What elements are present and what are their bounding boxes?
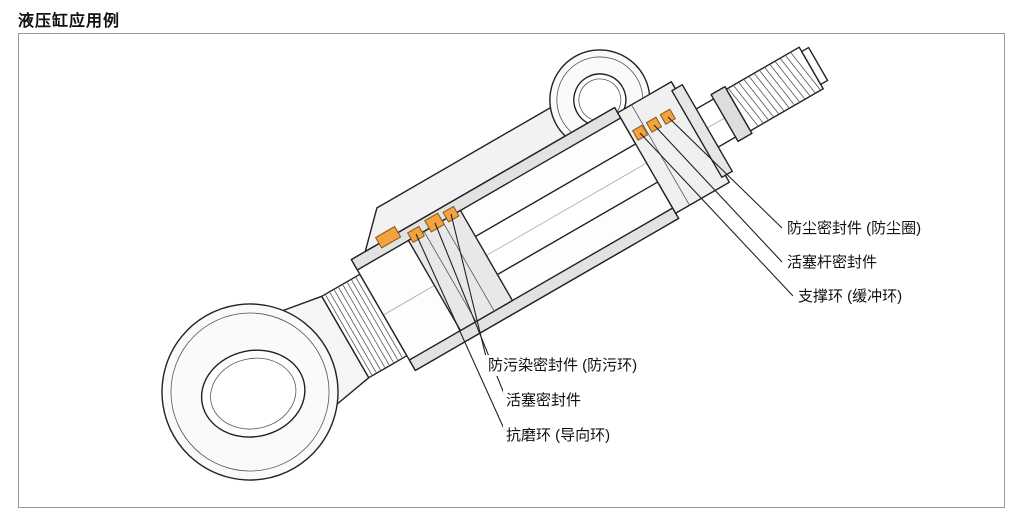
gland-thread-collar: [321, 273, 408, 379]
leader-line-rod-seal: [653, 124, 783, 263]
rod-gland: [616, 81, 733, 214]
hydraulic-cylinder-illustration: [161, 46, 829, 481]
diagram-frame: 防尘密封件 (防尘圈) 活塞杆密封件 支撑环 (缓冲环) 防污染密封件 (防污环…: [18, 33, 1005, 508]
piston-seal-highlight: [424, 212, 445, 233]
label-rod-seal: 活塞杆密封件: [784, 252, 881, 273]
cap-end-clevis: [161, 303, 339, 481]
page-title: 液压缸应用例: [18, 13, 121, 30]
barrel-seal-highlight: [375, 226, 402, 249]
leader-line-support-ring: [639, 132, 794, 297]
label-piston-seal: 活塞密封件: [503, 390, 585, 411]
label-contamination-seal: 防污染密封件 (防污环): [485, 355, 641, 376]
leader-line-wear-ring: [415, 233, 506, 432]
threaded-rod-end: [710, 46, 829, 143]
leader-line-dust-seal: [667, 116, 783, 229]
label-support-ring: 支撑环 (缓冲环): [795, 286, 906, 307]
leader-lines: [415, 116, 794, 432]
label-wear-ring: 抗磨环 (导向环): [503, 425, 614, 446]
label-dust-seal: 防尘密封件 (防尘圈): [784, 218, 925, 239]
